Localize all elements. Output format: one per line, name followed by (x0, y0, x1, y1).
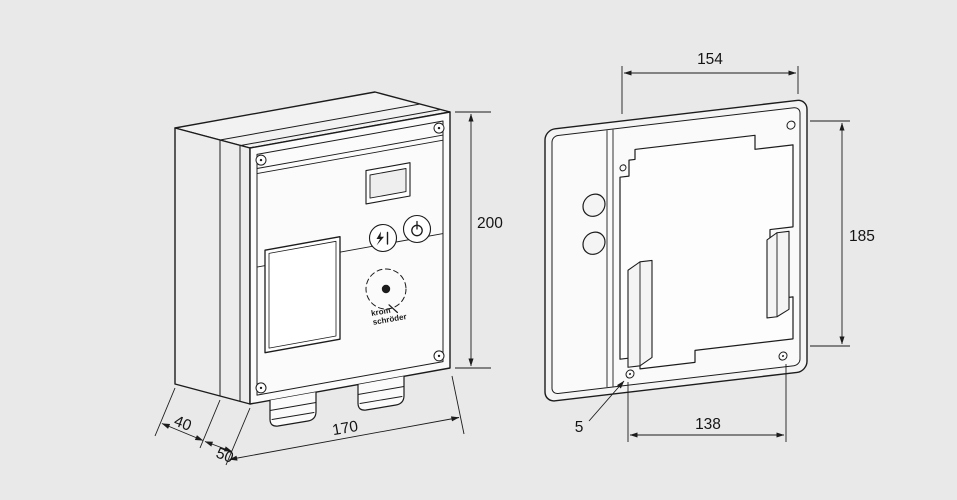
dimension-width-154 (621, 66, 799, 114)
brand-slash (388, 304, 399, 314)
cover-lip-top (239, 109, 441, 147)
label-hole-offset-5: 5 (575, 419, 584, 436)
front-panel-border (256, 120, 444, 396)
dimension-width-138 (627, 364, 787, 442)
cover-seam-top (219, 103, 421, 141)
front-corner-screws (255, 122, 445, 394)
reset-button (368, 223, 398, 253)
display-window (365, 162, 411, 205)
label-depth-40: 40 (172, 413, 195, 435)
housing-side-face (174, 127, 251, 405)
rear-open-view (544, 99, 808, 402)
dimension-hole-offset-5 (588, 380, 625, 422)
reset-lightning-icon (376, 231, 389, 246)
label-height-200: 200 (477, 215, 503, 232)
dimension-lines (154, 66, 850, 466)
label-height-185: 185 (849, 228, 875, 245)
panel-trim-line-1 (256, 134, 444, 169)
label-depth-50: 50 (214, 445, 237, 467)
front-window (264, 236, 341, 354)
label-width-138: 138 (695, 416, 721, 433)
mounting-plate-contour (619, 134, 794, 370)
label-width-170: 170 (331, 418, 360, 439)
knockout-hole-top (582, 193, 606, 217)
dimension-labels: 200 40 50 170 154 185 5 138 (172, 51, 875, 467)
detector-window (365, 268, 407, 310)
knockout-hole-bottom (582, 231, 606, 255)
bracket-right (766, 230, 790, 319)
label-width-154: 154 (697, 51, 723, 68)
dimension-height-200 (455, 111, 491, 369)
panel-trim-line-2 (256, 139, 444, 175)
dimension-width-170 (229, 375, 465, 461)
isometric-front-view: krom schröder (174, 91, 451, 427)
dimension-height-185 (810, 120, 850, 347)
fixing-holes (619, 120, 796, 379)
power-icon (411, 220, 423, 237)
bracket-left (627, 259, 653, 368)
power-button (402, 214, 432, 244)
brand-line-1: krom (370, 306, 391, 318)
